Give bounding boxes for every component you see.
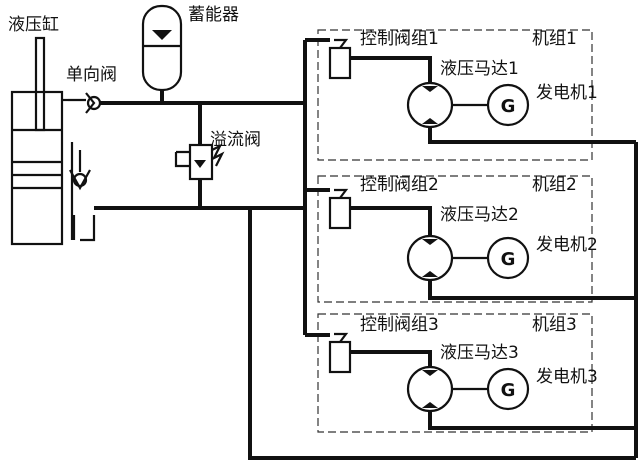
- generator-3-label: 发电机3: [536, 367, 598, 387]
- motor-2-label: 液压马达2: [440, 205, 519, 225]
- relief-valve: [174, 103, 225, 208]
- relief-valve-arrow-icon: [194, 160, 206, 168]
- unit-3-motor-inlet: [350, 350, 432, 367]
- accumulator: [141, 4, 183, 103]
- generator-unit-1: G 控制阀组1 机组1 液压马达1 发电机1: [305, 29, 636, 161]
- relief-valve-label: 溢流阀: [210, 130, 261, 150]
- motor-3-arrow-icon: [422, 370, 438, 376]
- motor-3-label: 液压马达3: [440, 343, 519, 363]
- generator-1-icon: [486, 83, 530, 127]
- generator-1-letter: G: [501, 96, 516, 117]
- return-check-seat: [69, 169, 91, 191]
- accumulator-body: [141, 4, 183, 92]
- tank-return-manifold: [248, 208, 636, 460]
- hydraulic-cylinder: [10, 36, 68, 246]
- motor-1-arrow-icon: [422, 86, 438, 92]
- generator-3-icon: [486, 367, 530, 411]
- unit-2-motor-outlet: [428, 280, 636, 300]
- unit-1-motor-inlet: [350, 56, 432, 83]
- unit-3-boundary: [317, 313, 593, 433]
- unit-2-motor-inlet: [350, 206, 432, 237]
- unit-2-label: 机组2: [532, 175, 577, 195]
- generator-2-label: 发电机2: [536, 235, 598, 255]
- unit-1-motor-outlet: [428, 127, 636, 144]
- tank-symbol: [72, 215, 96, 242]
- control-valve-2-label: 控制阀组2: [360, 175, 439, 195]
- control-valve-3-top-icon: [334, 332, 349, 343]
- unit-1-label: 机组1: [532, 29, 577, 49]
- cylinder-label: 液压缸: [8, 14, 59, 35]
- accumulator-label: 蓄能器: [188, 5, 239, 25]
- generator-1-label: 发电机1: [536, 83, 598, 103]
- generator-unit-3: G 控制阀组3 机组3 液压马达3 发电机3: [305, 313, 636, 433]
- unit-3-label: 机组3: [532, 315, 577, 335]
- relief-valve-spring-icon: [211, 143, 225, 167]
- generator-3-letter: G: [501, 380, 516, 401]
- generator-2-icon: [486, 236, 530, 280]
- control-valve-1-label: 控制阀组1: [360, 29, 439, 49]
- relief-valve-pilot: [174, 150, 190, 168]
- motor-3-arrow-icon: [422, 402, 438, 408]
- control-valve-3-body: [328, 340, 352, 374]
- accumulator-arrow-icon: [152, 30, 172, 40]
- unit-3-motor-outlet: [428, 411, 636, 430]
- control-valve-1-body: [328, 46, 352, 80]
- motor-2-arrow-icon: [422, 239, 438, 245]
- motor-2-arrow-icon: [422, 271, 438, 277]
- motor-1-arrow-icon: [422, 118, 438, 124]
- control-valve-3-label: 控制阀组3: [360, 315, 439, 335]
- control-valve-1-top-icon: [334, 38, 349, 49]
- unit-1-boundary: [317, 29, 593, 161]
- check-valve-label: 单向阀: [66, 65, 117, 85]
- control-valve-2-top-icon: [334, 188, 349, 199]
- check-valve: [85, 92, 102, 114]
- cylinder-rod: [34, 36, 46, 132]
- generator-2-letter: G: [501, 249, 516, 270]
- check-valve-seat: [85, 92, 96, 114]
- motor-1-label: 液压马达1: [440, 59, 519, 79]
- unit-2-boundary: [317, 175, 593, 303]
- check-valve-return: [69, 142, 96, 242]
- control-valve-2-body: [328, 196, 352, 230]
- generator-unit-2: G 控制阀组2 机组2 液压马达2 发电机2: [305, 175, 636, 303]
- check-valve-ball: [86, 95, 102, 111]
